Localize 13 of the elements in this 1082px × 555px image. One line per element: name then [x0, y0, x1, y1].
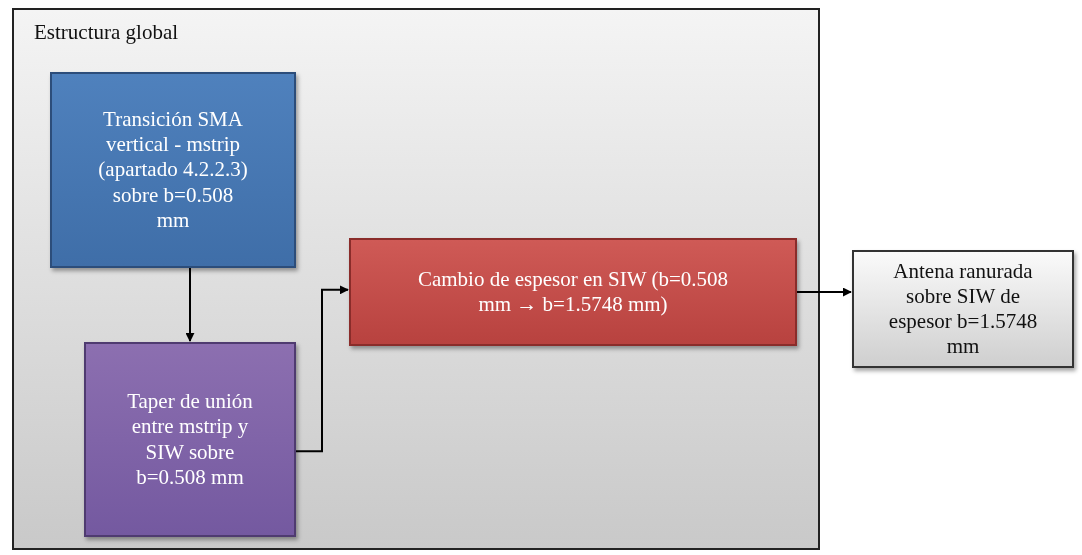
group-title: Estructura global [34, 20, 179, 46]
arrow [796, 287, 852, 297]
box-label: Transición SMA vertical - mstrip (apartado 4.2.2.3) sobre b=0.508 mm [98, 107, 248, 233]
process-box [852, 250, 1074, 368]
process-box [349, 238, 797, 346]
box-label: Taper de unión entre mstrip y SIW sobre b=0.508 mm [126, 389, 254, 490]
box-label: Antena ranurada sobre SIW de espesor b=1.5748 mm [887, 258, 1039, 360]
group-box [12, 8, 820, 550]
arrow [185, 267, 195, 342]
process-box [50, 72, 296, 268]
box-label: Cambio de espesor en SIW (b=0.508 mm → b=1.5748 mm) [416, 266, 730, 318]
arrow [295, 285, 349, 453]
process-box [84, 342, 296, 537]
